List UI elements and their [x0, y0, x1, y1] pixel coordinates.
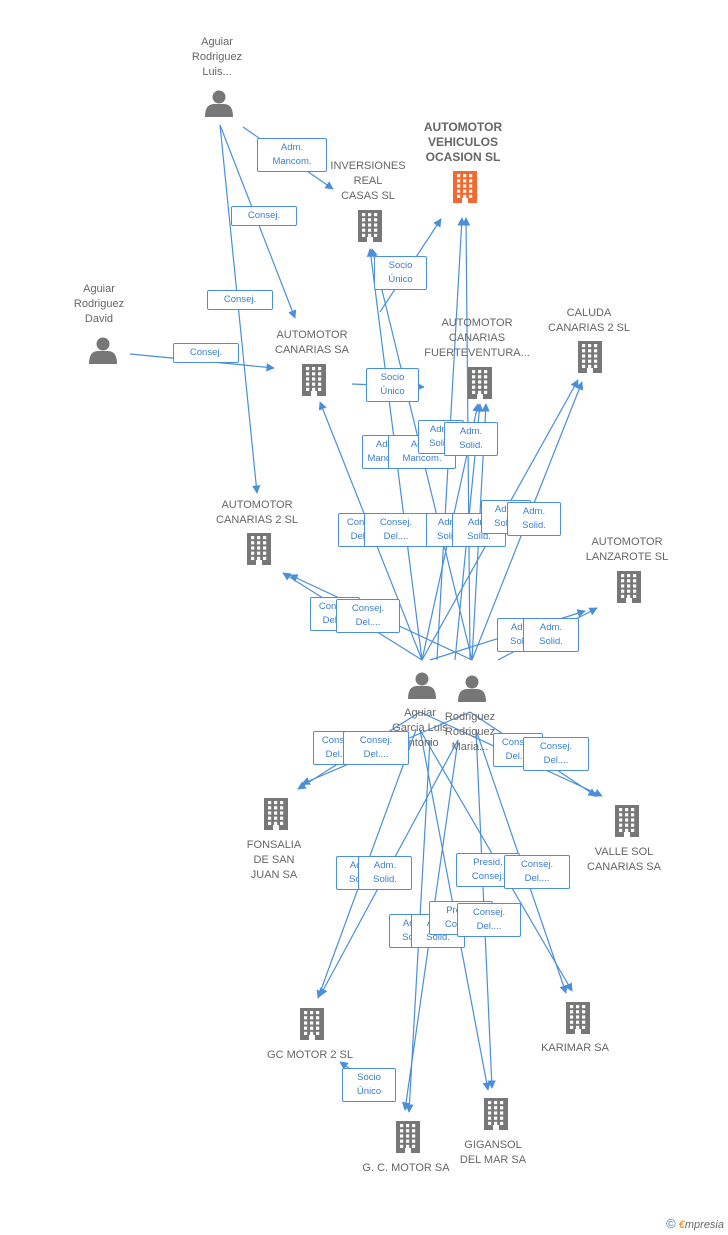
edge-label-box[interactable]: Adm. Solid. [523, 618, 579, 652]
company-icon[interactable] [247, 533, 271, 565]
copyright-symbol: © [666, 1216, 676, 1231]
edge-label-box[interactable]: Consej. Del.... [336, 599, 400, 633]
edge-label-box[interactable]: Consej. [231, 206, 297, 226]
person-icon[interactable] [408, 672, 436, 700]
node-label-aguiar-luis[interactable]: Aguiar Rodriguez Luis... [191, 36, 243, 78]
node-label-karimar[interactable]: KARIMAR SA [541, 1042, 609, 1054]
node-label-automotor-voc[interactable]: AUTOMOTOR VEHICULOS OCASION SL [423, 120, 503, 164]
person-icon[interactable] [205, 90, 233, 118]
edge-label-box[interactable]: Adm. Solid. [444, 422, 498, 456]
node-label-caluda[interactable]: CALUDA CANARIAS 2 SL [548, 307, 630, 334]
node-icons [89, 90, 641, 1153]
company-icon[interactable] [484, 1098, 508, 1130]
node-label-automotor-fue[interactable]: AUTOMOTOR CANARIAS FUERTEVENTURA... [424, 317, 530, 359]
edge-label-box[interactable]: Consej. [207, 290, 273, 310]
edge-label-box[interactable]: Consej. Del.... [523, 737, 589, 771]
person-icon[interactable] [458, 675, 486, 703]
edge-label-box[interactable]: Consej. Del.... [364, 513, 428, 547]
company-icon[interactable] [264, 798, 288, 830]
node-label-automotor-lanz[interactable]: AUTOMOTOR LANZAROTE SL [585, 536, 669, 563]
footer-brand: © €mpresia [666, 1216, 724, 1231]
edge-label-box[interactable]: Socio Único [342, 1068, 396, 1102]
edge-label-box[interactable]: Consej. [173, 343, 239, 363]
company-icon[interactable] [468, 367, 492, 399]
edge-label-box[interactable]: Adm. Solid. [507, 502, 561, 536]
edge-label-box[interactable]: Adm. Solid. [358, 856, 412, 890]
node-label-fonsalia[interactable]: FONSALIA DE SAN JUAN SA [246, 839, 302, 881]
node-label-valle-sol[interactable]: VALLE SOL CANARIAS SA [587, 846, 661, 873]
company-icon[interactable] [302, 364, 326, 396]
node-label-inversiones[interactable]: INVERSIONES REAL CASAS SL [330, 160, 406, 202]
company-icon[interactable] [566, 1002, 590, 1034]
company-icon[interactable] [453, 171, 477, 203]
edge-label-box[interactable]: Adm. Mancom. [257, 138, 327, 172]
brand-name: mpresia [684, 1219, 724, 1231]
company-icon[interactable] [358, 210, 382, 242]
edge-label-box[interactable]: Consej. Del.... [457, 903, 521, 937]
node-label-automotor-can[interactable]: AUTOMOTOR CANARIAS SA [275, 329, 349, 356]
node-label-gc-motor2[interactable]: GC MOTOR 2 SL [267, 1049, 353, 1061]
edge-label-box[interactable]: Consej. Del.... [343, 731, 409, 765]
person-icon[interactable] [89, 337, 117, 365]
edge-label-box[interactable]: Socio Único [374, 256, 427, 290]
node-label-rodriguez-maria[interactable]: Rodriguez Rodriguez Maria... [444, 711, 496, 753]
company-icon[interactable] [396, 1121, 420, 1153]
edge-label-box[interactable]: Socio Único [366, 368, 419, 402]
company-icon[interactable] [578, 341, 602, 373]
company-icon[interactable] [617, 571, 641, 603]
company-icon[interactable] [615, 805, 639, 837]
company-icon[interactable] [300, 1008, 324, 1040]
node-label-automotor-can2[interactable]: AUTOMOTOR CANARIAS 2 SL [216, 499, 298, 526]
node-label-gc-motor[interactable]: G. C. MOTOR SA [362, 1162, 450, 1174]
edge-label-box[interactable]: Consej. Del.... [504, 855, 570, 889]
brand-logo-e: € [678, 1219, 685, 1231]
node-label-aguiar-david[interactable]: Aguiar Rodriguez David [73, 283, 125, 325]
node-label-gigansol[interactable]: GIGANSOL DEL MAR SA [459, 1139, 527, 1166]
